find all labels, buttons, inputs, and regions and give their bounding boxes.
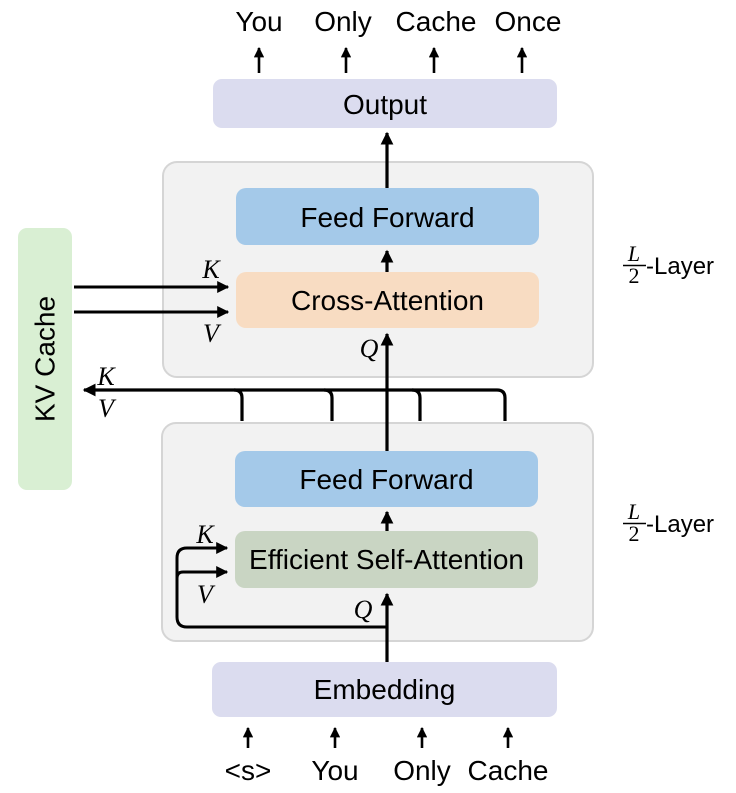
layer-count-label-top: L 2 -Layer: [623, 241, 714, 288]
fraction-numerator: L: [627, 499, 640, 524]
layer-suffix: -Layer: [646, 253, 714, 280]
arrow-loop-k-to-selfattn: [175, 542, 387, 629]
efficient-self-attention-box: [235, 531, 538, 588]
feed-forward-bottom-box: [235, 451, 538, 507]
kv-cache-label: KV Cache: [30, 296, 61, 422]
fraction-denominator: 2: [629, 263, 640, 288]
kv-cache-box: [18, 228, 72, 490]
cross-attention-box: [236, 272, 539, 328]
top-token-4: Once: [495, 6, 562, 37]
cache-write-k-label: K: [96, 362, 116, 391]
efficient-self-attention-label: Efficient Self-Attention: [249, 544, 524, 575]
bottom-token-1: <s>: [225, 755, 272, 786]
layer-count-label-bottom: L 2 -Layer: [623, 499, 714, 546]
top-token-3: Cache: [396, 6, 477, 37]
bottom-token-3: Only: [393, 755, 451, 786]
cross-k-label: K: [201, 255, 221, 284]
output-box: [213, 79, 557, 128]
top-token-1: You: [235, 6, 282, 37]
layer-suffix: -Layer: [646, 511, 714, 538]
cache-write-v-label: V: [98, 394, 117, 423]
output-label: Output: [343, 89, 427, 120]
bottom-token-4: Cache: [468, 755, 549, 786]
feed-forward-top-box: [236, 188, 539, 245]
fraction-numerator: L: [627, 241, 640, 266]
top-token-2: Only: [314, 6, 372, 37]
cross-q-label: Q: [360, 334, 379, 363]
feed-forward-bottom-label: Feed Forward: [299, 464, 473, 495]
fraction-denominator: 2: [629, 521, 640, 546]
arrow-loop-v-to-selfattn: [175, 566, 229, 584]
cross-v-label: V: [203, 319, 222, 348]
embedding-box: [212, 662, 557, 717]
kv-write-stub-3: [411, 388, 422, 421]
embedding-label: Embedding: [314, 674, 456, 705]
kv-write-stub-2: [323, 388, 334, 421]
self-q-label: Q: [354, 595, 373, 624]
self-k-label: K: [195, 520, 215, 549]
bottom-token-2: You: [311, 755, 358, 786]
arrow-kv-write-to-cache: [82, 383, 507, 421]
cross-attention-label: Cross-Attention: [291, 285, 484, 316]
feed-forward-top-label: Feed Forward: [300, 202, 474, 233]
self-v-label: V: [197, 580, 216, 609]
kv-write-stub-1: [233, 388, 244, 421]
